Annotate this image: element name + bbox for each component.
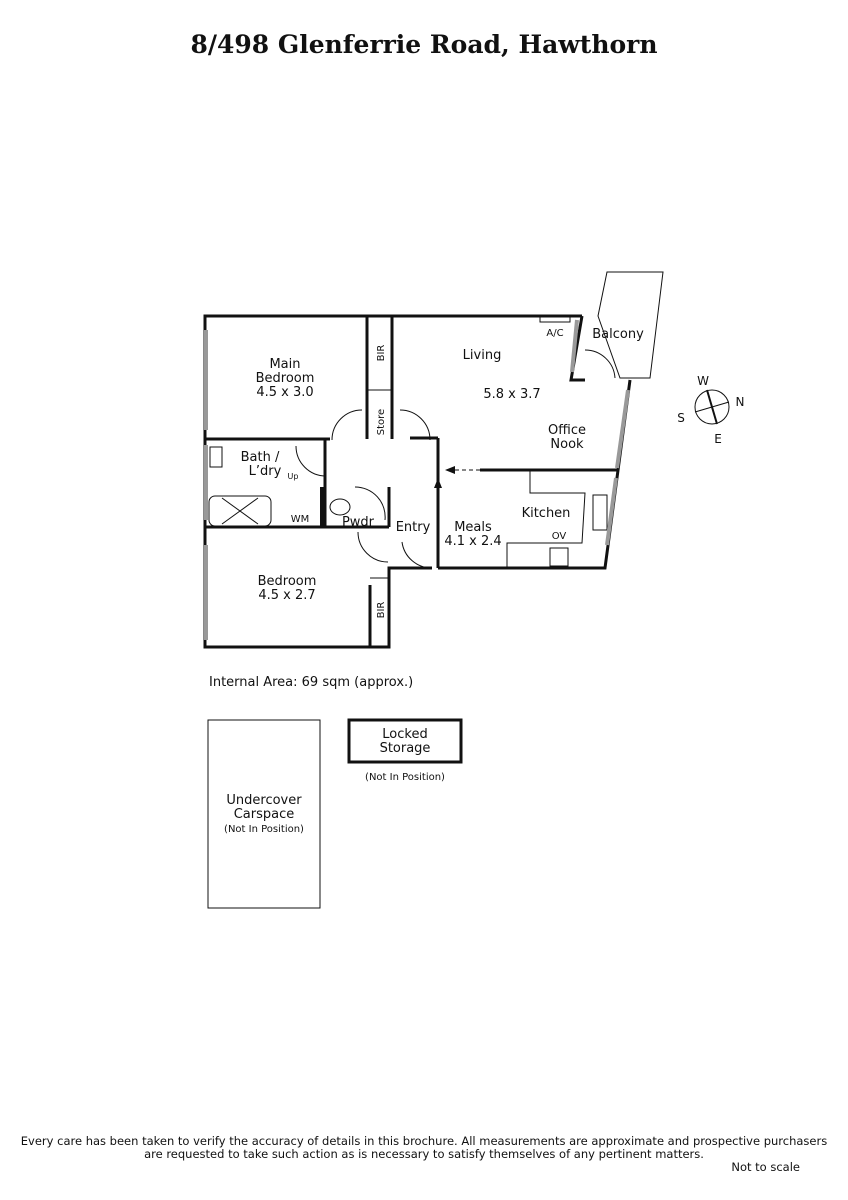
wm-label: WM	[291, 514, 310, 525]
carspace-label-2: Carspace	[234, 807, 295, 822]
living-label: Living	[463, 348, 502, 363]
carspace-label: Undercover	[226, 793, 302, 808]
compass-icon	[694, 389, 730, 425]
bedroom-size: 4.5 x 2.7	[258, 588, 315, 603]
ac-label: A/C	[546, 328, 563, 339]
up-label: Up	[288, 472, 299, 481]
carspace-box	[207, 719, 321, 909]
walls	[203, 271, 664, 649]
locked-storage-label-2: Storage	[380, 741, 431, 756]
disclaimer-line-1: Every care has been taken to verify the …	[20, 1134, 828, 1148]
locked-storage-box	[347, 718, 463, 764]
office-label: Office	[548, 423, 586, 438]
not-to-scale: Not to scale	[731, 1160, 800, 1174]
laundry-label: L’dry	[249, 464, 282, 479]
living-size: 5.8 x 3.7	[483, 387, 540, 402]
bath-label: Bath /	[241, 450, 280, 465]
compass-n: N	[736, 395, 745, 409]
main-bedroom-label-2: Bedroom	[256, 371, 315, 386]
compass-s: S	[677, 411, 685, 425]
disclaimer: Every care has been taken to verify the …	[0, 1135, 848, 1161]
meals-label: Meals	[454, 520, 492, 535]
locked-storage-note: (Not In Position)	[365, 772, 445, 783]
bir-top-label: BIR	[376, 345, 387, 362]
entry-label: Entry	[396, 520, 431, 535]
locked-storage-label: Locked	[382, 727, 427, 742]
main-bedroom-label: Main	[269, 357, 300, 372]
main-bedroom-size: 4.5 x 3.0	[256, 385, 313, 400]
kitchen-label: Kitchen	[522, 506, 571, 521]
balcony-label: Balcony	[592, 327, 644, 342]
store-label: Store	[376, 409, 387, 435]
internal-area: Internal Area: 69 sqm (approx.)	[209, 675, 413, 690]
page-title: 8/498 Glenferrie Road, Hawthorn	[190, 30, 658, 59]
compass-e: E	[714, 432, 722, 446]
bir-bottom-label: BIR	[376, 602, 387, 619]
compass-w: W	[697, 374, 709, 388]
office-label-2: Nook	[550, 437, 584, 452]
compass: W N S E	[677, 374, 744, 446]
bedroom-label: Bedroom	[258, 574, 317, 589]
disclaimer-line-2: are requested to take such action as is …	[144, 1147, 704, 1161]
oven-label: OV	[552, 531, 567, 542]
carspace-note: (Not In Position)	[224, 824, 304, 835]
meals-size: 4.1 x 2.4	[444, 534, 501, 549]
pwdr-label: Pwdr	[342, 515, 375, 530]
